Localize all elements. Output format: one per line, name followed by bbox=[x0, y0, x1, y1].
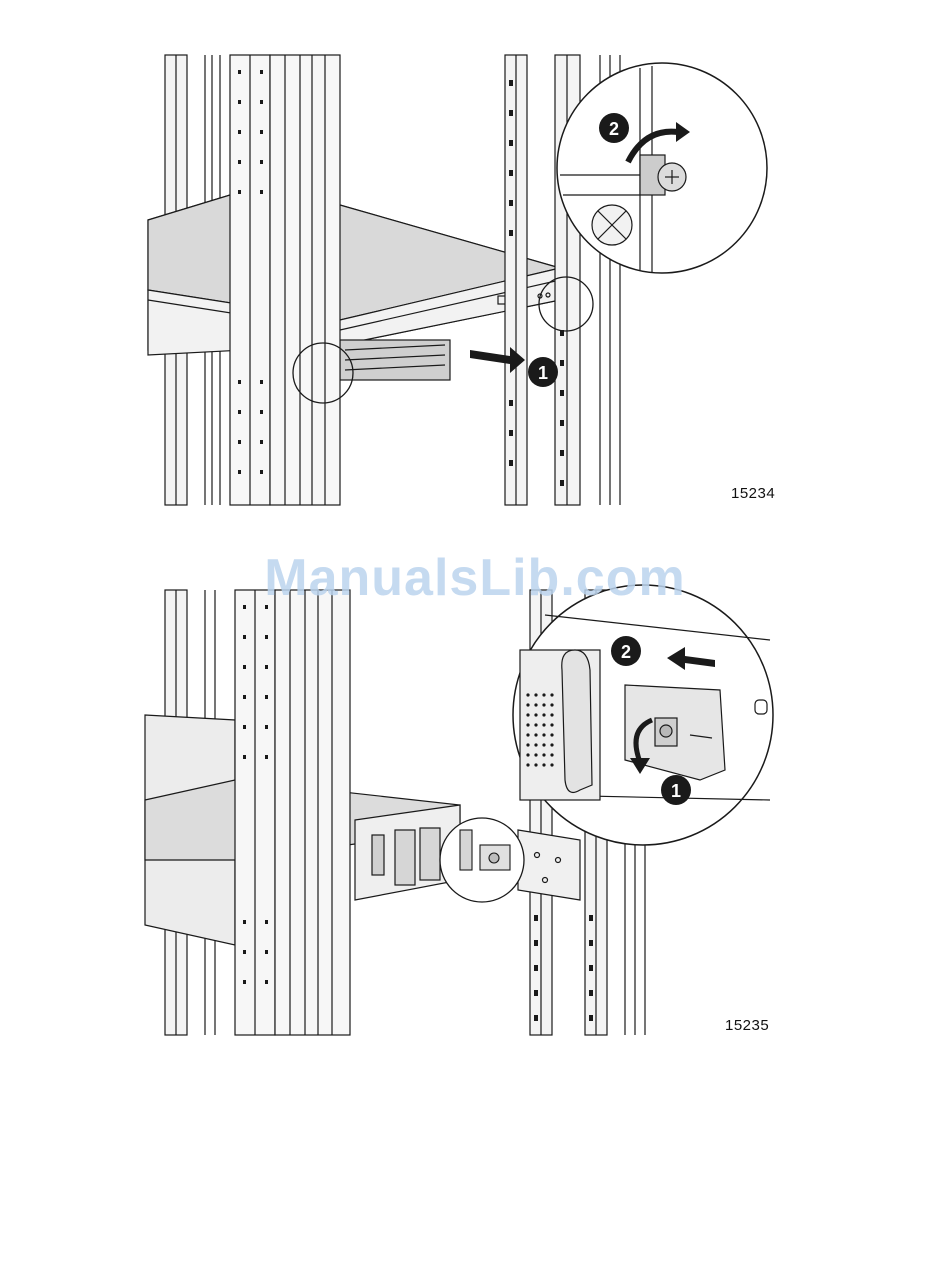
callout-1-label: 1 bbox=[538, 363, 548, 383]
figure-number: 15235 bbox=[725, 1017, 769, 1034]
callout-1: 1 bbox=[661, 775, 691, 805]
figure-bracket-release-step: 2 1 15235 bbox=[0, 530, 950, 1070]
detail-inset-thumbscrew: 2 bbox=[557, 63, 767, 273]
callout-1-label: 1 bbox=[671, 781, 681, 801]
figure-rack-install-step: 1 2 15234 bbox=[0, 0, 950, 530]
rail-bracket bbox=[518, 830, 580, 900]
callout-2-label: 2 bbox=[621, 642, 631, 662]
figure-number: 15234 bbox=[731, 485, 775, 502]
callout-2: 2 bbox=[599, 113, 629, 143]
rack-install-illustration: 1 2 bbox=[0, 0, 950, 530]
callout-1: 1 bbox=[528, 357, 558, 387]
callout-2-label: 2 bbox=[609, 119, 619, 139]
callout-2: 2 bbox=[611, 636, 641, 666]
detail-inset-release-bracket: 2 1 bbox=[513, 585, 773, 845]
bracket-release-illustration: 2 1 bbox=[0, 530, 950, 1070]
